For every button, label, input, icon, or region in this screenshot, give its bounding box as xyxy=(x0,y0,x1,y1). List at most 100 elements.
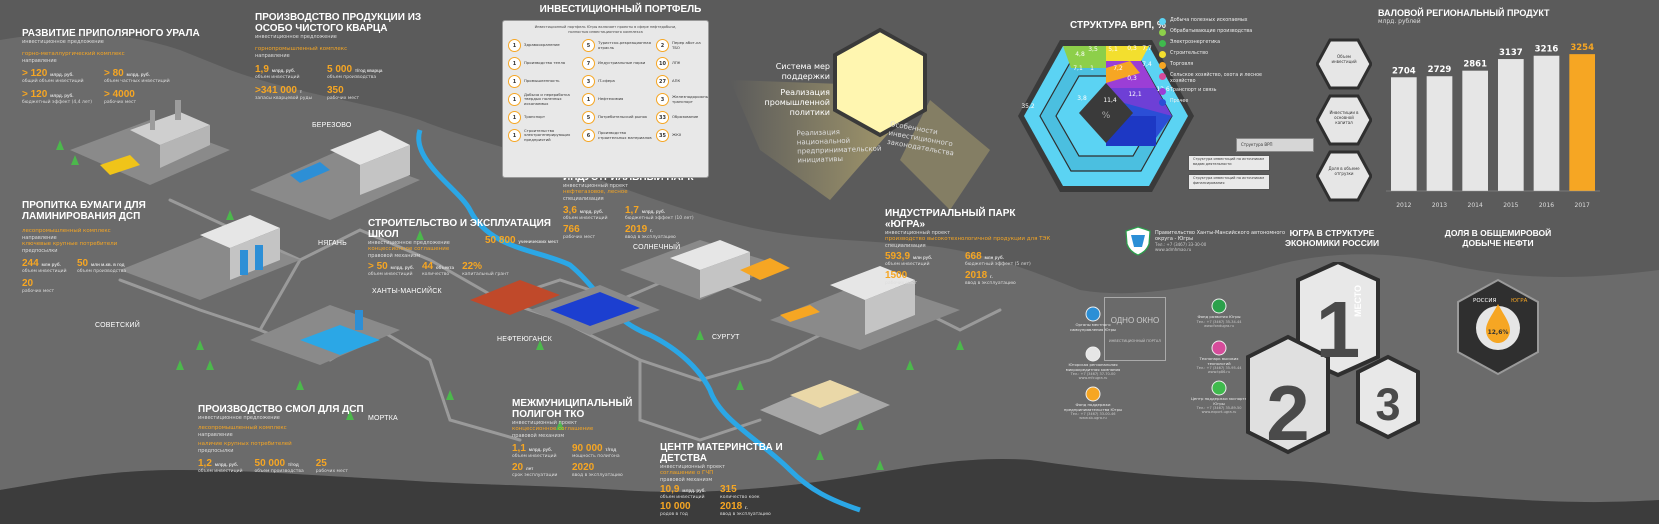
oil-share-value: 12,6% xyxy=(1488,329,1509,336)
ugra-rank-hexagons: 1 2 3 МЕСТО xyxy=(1246,262,1420,457)
portfolio-count-badge: 10 xyxy=(656,57,669,70)
grp-side-button[interactable]: Инвестиции в основной капитал xyxy=(1316,94,1372,146)
investment-by-activity-button[interactable]: Структура инвестиций по источникам видам… xyxy=(1188,155,1270,171)
stat: 1,1 млрд. руб.объем инвестиций xyxy=(512,443,557,460)
stat: 1,7 млрд. руб.бюджетный эффект (10 лет) xyxy=(625,205,694,222)
portfolio-item-label: Производство строительных материалов xyxy=(598,131,652,140)
industrial-policy-label[interactable]: Реализация промышленной политики xyxy=(764,88,830,117)
contact-phone: Тел.: +7 (3467) 33-30-00 xyxy=(1155,242,1207,247)
vrp-value: 7,7 xyxy=(1142,45,1152,52)
portfolio-title: ИНВЕСТИЦИОННЫЙ ПОРТФЕЛЬ xyxy=(539,4,702,15)
contact-item[interactable]: Югорская региональная микрокредитная ком… xyxy=(1062,346,1124,380)
project-industrial-park-ugra[interactable]: ИНДУСТРИАЛЬНЫЙ ПАРК «ЮГРА» инвестиционны… xyxy=(885,208,1055,286)
contact-site[interactable]: www.fondugra.ru xyxy=(1204,323,1234,328)
project-quartz[interactable]: ПРОИЗВОДСТВО ПРОДУКЦИИ ИЗ ОСОБО ЧИСТОГО … xyxy=(255,12,425,101)
oil-share-badge: РОССИЯ ЮГРА 12,6% xyxy=(1457,278,1539,376)
project-industrial-park[interactable]: ИНДУСТРИАЛЬНЫЙ ПАРК инвестиционный проек… xyxy=(563,172,723,240)
portfolio-count-badge: 5 xyxy=(582,39,595,52)
contact-site[interactable]: www.sb-ugra.ru xyxy=(1079,416,1107,420)
project-field: лесопромышленный комплекс xyxy=(198,425,287,431)
project-maternity-center[interactable]: ЦЕНТР МАТЕРИНСТВА И ДЕТСТВА инвестиционн… xyxy=(660,442,810,517)
project-field-caption: правовой механизм xyxy=(368,253,421,259)
vrp-buttons: Структура ВРП Структура инвестиций по ис… xyxy=(1188,138,1314,190)
portfolio-count-badge: 3 xyxy=(582,75,595,88)
contact-site[interactable]: www.tp86.ru xyxy=(1207,370,1231,374)
contact-phone: Тел.: +7 (3467) 35-34-44 xyxy=(1196,319,1242,324)
portfolio-count-badge: 5 xyxy=(582,111,595,124)
portfolio-item-label: ЛПК xyxy=(672,61,681,66)
project-field-caption: направление xyxy=(255,53,290,59)
schools-seats-stat: 50 800 ученических мест xyxy=(485,235,559,246)
vrp-value: 0,3 xyxy=(1127,75,1137,82)
project-sub: инвестиционный проект xyxy=(512,420,577,426)
legend-swatch xyxy=(1159,62,1166,69)
project-schools[interactable]: СТРОИТЕЛЬСТВО И ЭКСПЛУАТАЦИЯ ШКОЛ инвест… xyxy=(368,218,568,277)
grp-side-button[interactable]: Доля в объеме отгрузки xyxy=(1316,150,1372,202)
contact-item[interactable]: Органы местного самоуправления Югры xyxy=(1062,306,1124,332)
project-field: производство высокотехнологичной продукц… xyxy=(885,236,1051,242)
contact-site[interactable]: www.export-ugra.ru xyxy=(1201,410,1237,414)
legend-swatch xyxy=(1159,99,1166,106)
stat: 350 рабочих мест xyxy=(327,85,360,102)
national-initiative-label[interactable]: Реализация национальной предпринимательс… xyxy=(796,128,882,165)
project-tko-landfill[interactable]: МЕЖМУНИЦИПАЛЬНЫЙ ПОЛИГОН ТКО инвестицион… xyxy=(512,398,662,478)
contact-site[interactable]: www.admhmao.ru xyxy=(1155,247,1192,252)
vrp-legend-item: Торговля xyxy=(1159,62,1279,69)
rank-1-digit: 1 xyxy=(1316,285,1361,374)
project-resins[interactable]: ПРОИЗВОДСТВО СМОЛ ДЛЯ ДСП инвестиционное… xyxy=(198,404,368,474)
vrp-value: 11,4 xyxy=(1103,97,1117,104)
support-measures-label[interactable]: Система мер поддержки xyxy=(775,62,830,81)
stat: 593,9 млн руб.объем инвестиций xyxy=(885,251,933,268)
portfolio-count-badge: 1 xyxy=(508,93,521,106)
vrp-legend-item: Транспорт и связь xyxy=(1159,88,1279,95)
portfolio-count-badge: 27 xyxy=(656,75,669,88)
stat: 668 млн руб.бюджетный эффект (5 лет) xyxy=(965,251,1031,268)
one-window-box[interactable]: ОДНО ОКНО ИНВЕСТИЦИОННЫЙ ПОРТАЛ xyxy=(1104,297,1166,361)
project-polar-ural[interactable]: РАЗВИТИЕ ПРИПОЛЯРНОГО УРАЛА инвестиционн… xyxy=(22,28,202,105)
oil-russia-label: РОССИЯ xyxy=(1473,298,1496,304)
investment-by-source-button[interactable]: Структура инвестиций по источникам финан… xyxy=(1188,174,1270,190)
oil-share-title: ДОЛЯ В ОБЩЕМИРОВОЙ ДОБЫЧЕ НЕФТИ xyxy=(1444,228,1552,248)
contact-title: Правительство Ханты-Мансийского автономн… xyxy=(1155,230,1286,242)
project-field: горно-металлургический комплекс xyxy=(22,51,125,57)
project-paper[interactable]: ПРОПИТКА БУМАГИ ДЛЯ ЛАМИНИРОВАНИЯ ДСП ле… xyxy=(22,200,172,294)
vrp-structure-button[interactable]: Структура ВРП xyxy=(1236,138,1314,152)
contact-site[interactable]: www.mfcugra.ru xyxy=(1078,376,1108,380)
grp-bar xyxy=(1390,77,1417,191)
stat: > 120 млрд. руб.общий объем инвестиций xyxy=(22,68,84,85)
grp-side-button[interactable]: Объем инвестиций xyxy=(1316,38,1372,90)
grp-subtitle: млрд. рублей xyxy=(1378,18,1421,25)
gov-contact[interactable]: Правительство Ханты-Мансийского автономн… xyxy=(1155,230,1295,252)
legend-label: Добыча полезных ископаемых xyxy=(1170,18,1248,23)
project-sub: инвестиционное предложение xyxy=(255,34,337,40)
hex-button-icon xyxy=(1316,94,1372,146)
grp-bar-chart: 2704201227292013286120143137201532162016… xyxy=(1386,43,1600,209)
grp-value-label: 3216 xyxy=(1535,45,1559,55)
